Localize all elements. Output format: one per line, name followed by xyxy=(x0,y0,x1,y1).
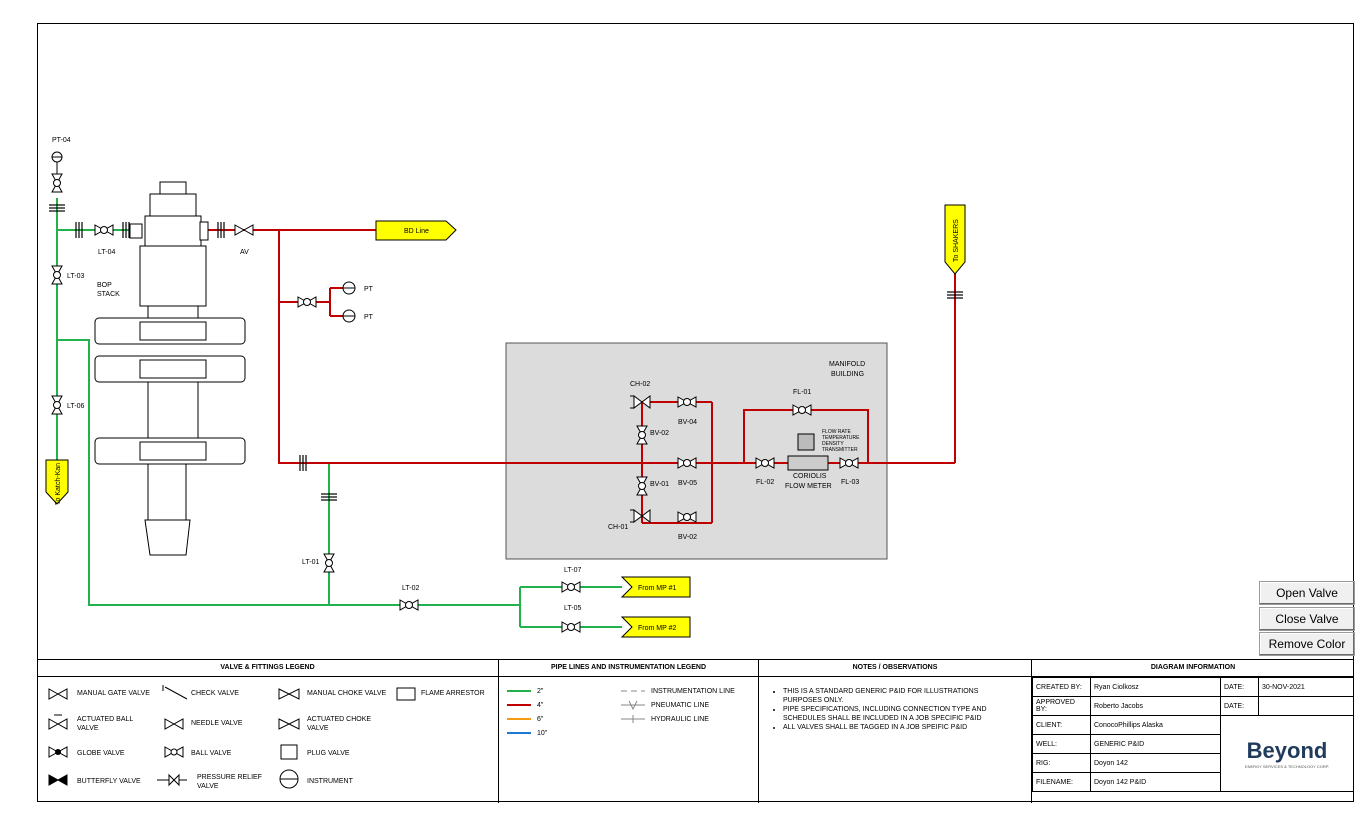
open-valve-button[interactable]: Open Valve xyxy=(1259,581,1355,605)
client-value: ConocoPhillips Alaska xyxy=(1090,715,1221,735)
valve-legend-icons xyxy=(48,685,416,789)
label-lt02: LT-02 xyxy=(402,585,419,592)
filename-label: FILENAME: xyxy=(1032,772,1091,792)
instrument-icons xyxy=(51,151,829,471)
approved-by-label: APPROVED BY: xyxy=(1032,696,1091,716)
label-bop2: STACK xyxy=(97,291,120,298)
label-fl01: FL-01 xyxy=(793,389,811,396)
well-value: GENERIC P&ID xyxy=(1090,734,1221,754)
client-label: CLIENT: xyxy=(1032,715,1091,735)
label-bd-line: BD Line xyxy=(404,228,429,235)
legend-check: CHECK VALVE xyxy=(191,690,239,697)
label-av: AV xyxy=(240,249,249,256)
pipe-6: 6" xyxy=(537,716,544,723)
line-pneumatic: PNEUMATIC LINE xyxy=(651,702,710,709)
date2-label: DATE: xyxy=(1220,696,1259,716)
approved-by-value: Roberto Jacobs xyxy=(1090,696,1221,716)
label-bv01: BV-01 xyxy=(650,481,669,488)
label-bop1: BOP xyxy=(97,282,112,289)
label-manifold1: MANIFOLD xyxy=(829,361,865,368)
diagram-info-title: DIAGRAM INFORMATION xyxy=(1032,660,1354,677)
label-coriolis1: CORIOLIS xyxy=(793,473,827,480)
rig-value: Doyon 142 xyxy=(1090,753,1221,773)
label-fl03: FL-03 xyxy=(841,479,859,486)
date-value: 30-NOV-2021 xyxy=(1258,677,1354,697)
legend-plug: PLUG VALVE xyxy=(307,750,350,757)
legend-prv: PRESSURE RELIEF VALVE xyxy=(197,774,262,790)
logo: Beyond ENERGY SERVICES & TECHNOLOGY CORP… xyxy=(1220,715,1354,792)
legend-flame: FLAME ARRESTOR xyxy=(421,690,485,697)
close-valve-button[interactable]: Close Valve xyxy=(1259,607,1355,631)
label-katch: To Katch-Kan xyxy=(55,463,62,505)
remove-color-button[interactable]: Remove Color xyxy=(1259,632,1355,656)
label-fl02: FL-02 xyxy=(756,479,774,486)
date-label: DATE: xyxy=(1220,677,1259,697)
notes-title: NOTES / OBSERVATIONS xyxy=(759,660,1031,677)
legend-actuated-ball: ACTUATED BALL VALVE xyxy=(77,716,134,732)
legend-butterfly: BUTTERFLY VALVE xyxy=(77,778,141,785)
label-bvm02: BV-02 xyxy=(678,534,697,541)
legend-manual-choke: MANUAL CHOKE VALVE xyxy=(307,690,387,697)
label-manifold2: BUILDING xyxy=(831,371,864,378)
legend-ball: BALL VALVE xyxy=(191,750,232,757)
date2-value xyxy=(1258,696,1354,716)
label-bv04: BV-04 xyxy=(678,419,697,426)
label-ch01: CH-01 xyxy=(608,524,628,531)
note-3: ALL VALVES SHALL BE TAGGED IN A JOB SPEI… xyxy=(783,723,1003,732)
label-tx2: TEMPERATURE xyxy=(822,435,860,441)
bop-stack xyxy=(94,181,246,556)
legend-manual-gate: MANUAL GATE VALVE xyxy=(77,690,150,697)
valve-legend: VALVE & FITTINGS LEGEND MANUAL GATE VALV… xyxy=(37,660,499,803)
rig-label: RIG: xyxy=(1032,753,1091,773)
created-by-value: Ryan Ciolkosz xyxy=(1090,677,1221,697)
label-bv02: BV-02 xyxy=(650,430,669,437)
label-pt04: PT-04 xyxy=(52,137,71,144)
label-lt07: LT-07 xyxy=(564,567,581,574)
line-instrumentation: INSTRUMENTATION LINE xyxy=(651,688,735,695)
label-bv05: BV-05 xyxy=(678,480,697,487)
label-lt06: LT-06 xyxy=(67,403,84,410)
label-lt05: LT-05 xyxy=(564,605,581,612)
legend-area: VALVE & FITTINGS LEGEND MANUAL GATE VALV… xyxy=(37,659,1354,803)
label-ch02: CH-02 xyxy=(630,381,650,388)
legend-instrument: INSTRUMENT xyxy=(307,778,353,785)
legend-actuated-choke: ACTUATED CHOKE VALVE xyxy=(307,716,372,732)
pipe-10: 10" xyxy=(537,730,548,737)
label-lt03: LT-03 xyxy=(67,273,84,280)
label-tx3: DENSITY xyxy=(822,441,844,447)
notes-section: NOTES / OBSERVATIONS THIS IS A STANDARD … xyxy=(759,660,1032,803)
label-coriolis2: FLOW METER xyxy=(785,483,832,490)
legend-globe: GLOBE VALVE xyxy=(77,750,125,757)
pipe-legend-title: PIPE LINES AND INSTRUMENTATION LEGEND xyxy=(499,660,758,677)
pipe-2: 2" xyxy=(537,688,544,695)
label-pt-b: PT xyxy=(364,314,374,321)
tags xyxy=(45,204,966,638)
line-hydraulic: HYDRAULIC LINE xyxy=(651,716,709,723)
label-mp1: From MP #1 xyxy=(638,585,676,592)
label-tx4: TRANSMITTER xyxy=(822,447,858,453)
info-table: CREATED BY: Ryan Ciolkosz DATE: 30-NOV-2… xyxy=(1032,677,1354,792)
created-by-label: CREATED BY: xyxy=(1032,677,1091,697)
red-lines xyxy=(204,229,956,524)
label-tx1: FLOW RATE xyxy=(822,429,851,435)
note-2: PIPE SPECIFICATIONS, INCLUDING CONNECTIO… xyxy=(783,705,1003,723)
label-pt-a: PT xyxy=(364,286,374,293)
filename-value: Doyon 142 P&ID xyxy=(1090,772,1221,792)
valve-legend-title: VALVE & FITTINGS LEGEND xyxy=(37,660,498,677)
label-lt04: LT-04 xyxy=(98,249,115,256)
label-lt01: LT-01 xyxy=(302,559,319,566)
pipe-legend: PIPE LINES AND INSTRUMENTATION LEGEND 2"… xyxy=(499,660,759,803)
note-1: THIS IS A STANDARD GENERIC P&ID FOR ILLU… xyxy=(783,687,1003,705)
logo-sub: ENERGY SERVICES & TECHNOLOGY CORP. xyxy=(1244,764,1330,769)
legend-needle: NEEDLE VALVE xyxy=(191,720,243,727)
diagram-info: DIAGRAM INFORMATION CREATED BY: Ryan Cio… xyxy=(1032,660,1354,803)
label-mp2: From MP #2 xyxy=(638,625,676,632)
pipe-4: 4" xyxy=(537,702,544,709)
well-label: WELL: xyxy=(1032,734,1091,754)
logo-text: Beyond xyxy=(1246,738,1328,763)
label-shakers: To SHAKERS xyxy=(953,219,960,262)
